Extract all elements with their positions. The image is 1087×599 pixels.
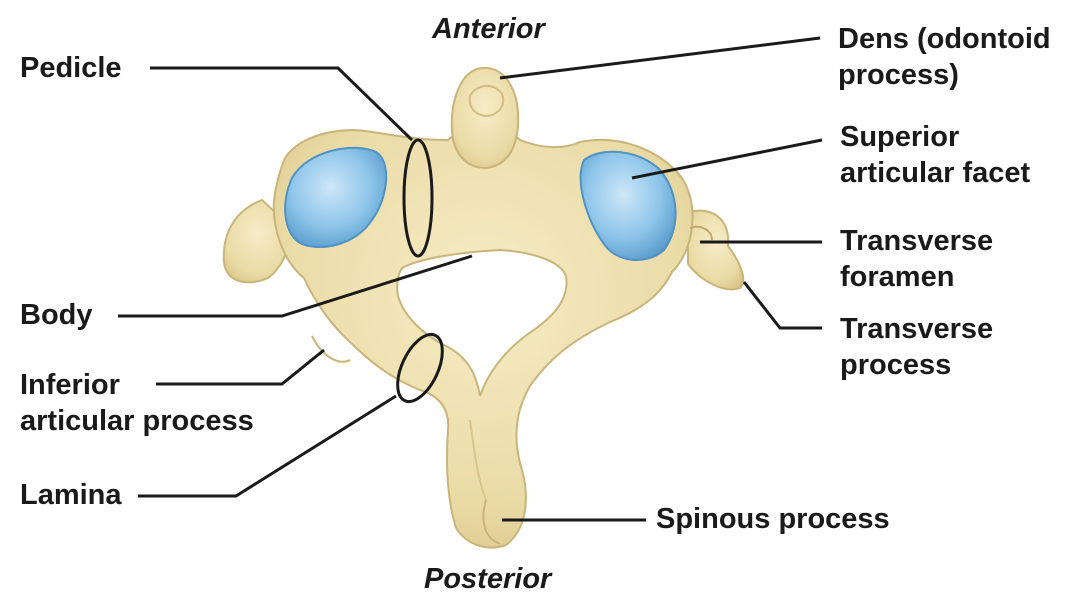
leader-transverse-process	[744, 282, 822, 328]
label-lamina: Lamina	[20, 478, 122, 512]
anterior-label: Anterior	[432, 12, 545, 46]
label-inferior-articular-line1: Inferior	[20, 368, 120, 402]
vertebra-bone	[224, 68, 743, 548]
label-inferior-articular-line2: articular process	[20, 404, 254, 438]
label-body: Body	[20, 298, 93, 332]
label-spinous-process: Spinous process	[656, 502, 890, 536]
label-transverse-process-line1: Transverse	[840, 312, 993, 346]
label-transverse-process-line2: process	[840, 348, 951, 382]
label-dens-line1: Dens (odontoid	[838, 22, 1051, 56]
label-superior-facet-line1: Superior	[840, 120, 959, 154]
leader-inferior-articular	[156, 350, 324, 384]
leader-dens	[500, 38, 820, 78]
leader-pedicle	[150, 68, 412, 140]
posterior-label: Posterior	[424, 562, 551, 596]
label-superior-facet-line2: articular facet	[840, 156, 1030, 190]
label-dens-line2: process)	[838, 58, 959, 92]
label-pedicle: Pedicle	[20, 51, 122, 85]
label-transverse-foramen-line2: foramen	[840, 260, 954, 294]
label-transverse-foramen-line1: Transverse	[840, 224, 993, 258]
